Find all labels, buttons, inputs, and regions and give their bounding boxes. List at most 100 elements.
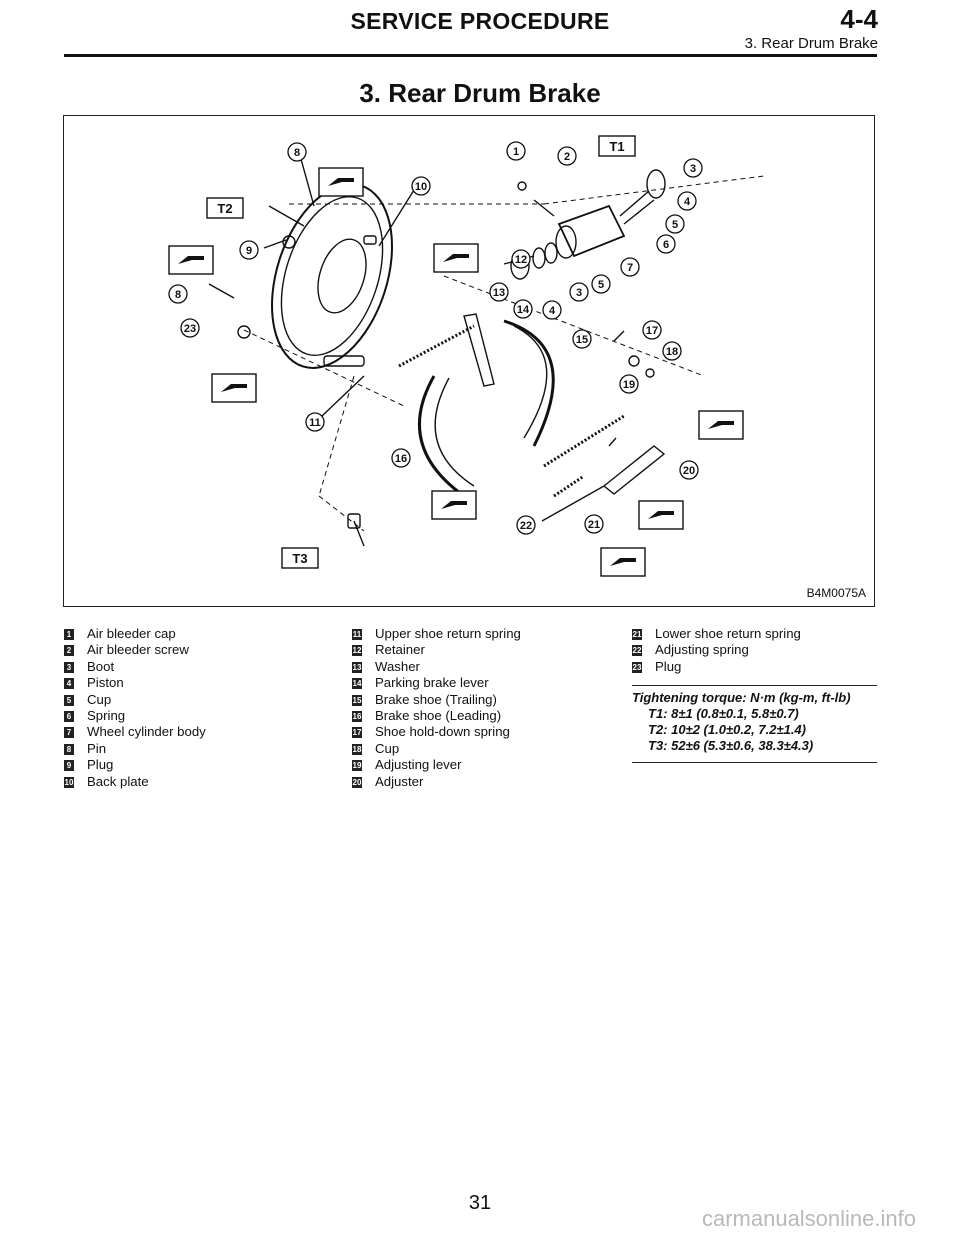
legend-number: 12 (352, 645, 362, 657)
legend-text: Adjusting spring (655, 642, 749, 658)
legend-number: 7 (64, 727, 74, 739)
legend-item: 6 Spring (64, 708, 206, 724)
header-divider (64, 54, 877, 57)
callout-14: 14 (517, 304, 530, 316)
legend-number: 5 (64, 694, 74, 706)
legend-number: 1 (64, 629, 74, 640)
legend-item: 22 Adjusting spring (632, 642, 801, 658)
torque-heading: Tightening torque: N·m (kg-m, ft-lb) (632, 690, 851, 705)
legend-text: Spring (87, 708, 126, 724)
callout-23: 23 (184, 323, 196, 335)
legend-number: 3 (64, 661, 74, 673)
legend-text: Air bleeder screw (87, 642, 189, 658)
callout-10: 10 (415, 181, 427, 193)
legend-number: 8 (64, 743, 74, 755)
legend-text: Parking brake lever (375, 675, 489, 691)
callout-21: 21 (588, 519, 600, 531)
callout-17: 17 (646, 325, 658, 337)
callout-3: 3 (690, 163, 696, 175)
legend-number: 6 (64, 711, 74, 723)
callout-22: 22 (520, 520, 532, 532)
legend-text: Cup (375, 740, 400, 756)
legend-text: Air bleeder cap (87, 626, 176, 641)
legend-number: 15 (352, 694, 362, 706)
legend-number: 13 (352, 661, 362, 673)
legend-item: 11 Upper shoe return spring (352, 626, 521, 642)
legend-text: Brake shoe (Leading) (375, 708, 502, 724)
legend-number: 23 (632, 661, 642, 673)
legend-text: Wheel cylinder body (87, 724, 206, 740)
callout-6: 6 (663, 239, 669, 251)
legend-number: 22 (632, 645, 642, 657)
torque-specs: Tightening torque: N·m (kg-m, ft-lb) T1:… (632, 685, 877, 763)
torque-t3: T3: 52±6 (5.3±0.6, 38.3±4.3) (648, 738, 814, 753)
legend-text: Adjuster (375, 773, 424, 789)
torque-tag-t3: T3 (292, 551, 307, 566)
legend-text: Boot (87, 658, 115, 674)
legend-number: 17 (352, 727, 362, 739)
legend-item: 15 Brake shoe (Trailing) (352, 692, 521, 708)
page-title: 3. Rear Drum Brake (359, 78, 601, 108)
callout-4: 4 (684, 196, 691, 208)
callout-18: 18 (666, 346, 678, 358)
legend-item: 3 Boot (64, 659, 206, 675)
callout-16: 16 (395, 453, 407, 465)
brake-illustration: T1 T2 T3 (168, 135, 765, 577)
legend-item: 8 Pin (64, 741, 206, 757)
legend-item: 7 Wheel cylinder body (64, 724, 206, 740)
legend-item: 14 Parking brake lever (352, 675, 521, 691)
legend-text: Brake shoe (Trailing) (375, 691, 497, 707)
callout-20: 20 (683, 465, 695, 477)
legend-number: 9 (64, 760, 74, 772)
callout-19: 19 (623, 379, 635, 391)
callout-5: 5 (672, 219, 678, 231)
watermark: carmanualsonline.info (701, 1206, 916, 1231)
torque-t2: T2: 10±2 (1.0±0.2, 7.2±1.4) (648, 722, 806, 737)
header-section-code: 4-4 (840, 4, 878, 34)
callout-8: 8 (294, 147, 300, 159)
callout-8b: 8 (175, 289, 181, 301)
legend-text: Shoe hold-down spring (375, 724, 510, 740)
legend-number: 2 (64, 645, 74, 657)
torque-t1: T1: 8±1 (0.8±0.1, 5.8±0.7) (648, 706, 799, 721)
legend-item: 4 Piston (64, 675, 206, 691)
callout-3b: 3 (576, 287, 582, 299)
legend-number: 19 (352, 760, 362, 772)
legend-item: 17 Shoe hold-down spring (352, 724, 521, 740)
legend-item: 2 Air bleeder screw (64, 642, 206, 658)
legend-number: 11 (352, 629, 362, 640)
legend-number: 4 (64, 678, 74, 690)
callout-12: 12 (515, 254, 527, 266)
legend-text: Lower shoe return spring (655, 626, 801, 641)
callout-7: 7 (627, 262, 633, 274)
legend-text: Pin (87, 740, 107, 756)
callout-4b: 4 (549, 305, 556, 317)
legend-text: Upper shoe return spring (375, 626, 521, 641)
legend-item: 1 Air bleeder cap (64, 626, 206, 642)
legend-text: Piston (87, 675, 124, 691)
callout-2: 2 (564, 151, 570, 163)
torque-tag-t2: T2 (217, 201, 232, 216)
legend-text: Plug (655, 658, 682, 674)
legend-item: 20 Adjuster (352, 774, 521, 790)
header-subsection: 3. Rear Drum Brake (744, 35, 878, 52)
legend-text: Cup (87, 691, 112, 707)
figure-id: B4M0075A (806, 586, 866, 600)
callout-9: 9 (246, 245, 252, 257)
header-section-title: SERVICE PROCEDURE (350, 8, 610, 34)
legend-item: 23 Plug (632, 659, 801, 675)
legend-number: 14 (352, 678, 362, 690)
exploded-diagram: T1 T2 T3 (63, 115, 875, 607)
callout-1: 1 (513, 146, 519, 158)
legend-number: 20 (352, 776, 362, 788)
